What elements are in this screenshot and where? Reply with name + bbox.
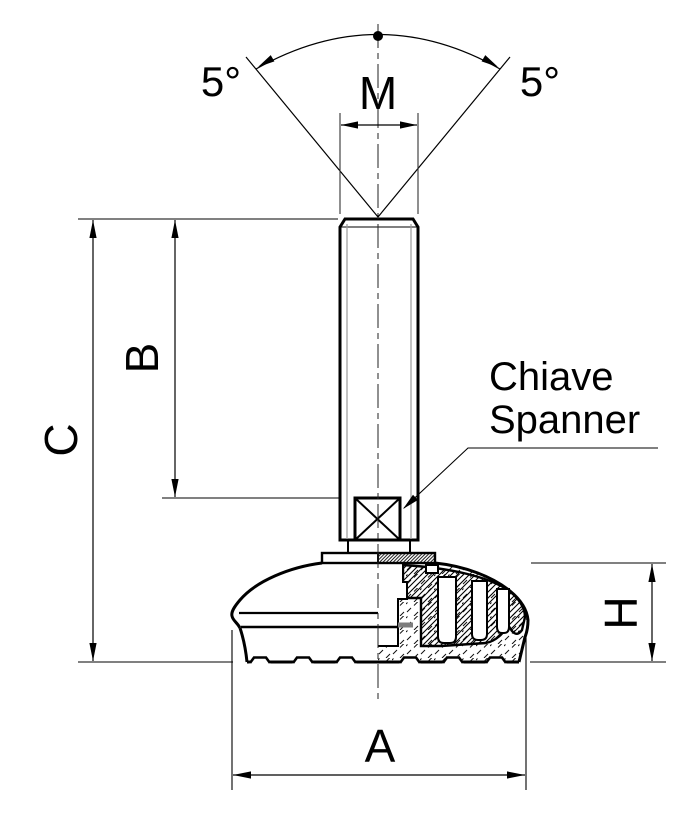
angle-label-right: 5° — [520, 58, 560, 105]
dimension-a: A — [231, 630, 527, 790]
dimension-b: B — [116, 220, 340, 499]
b-arrow-top — [171, 220, 179, 238]
tilt-line-right — [377, 56, 511, 218]
base-outer-edge-right — [434, 561, 530, 663]
c-arrow-bottom — [89, 643, 97, 661]
pressing-slot-3 — [496, 588, 510, 634]
arc-arrow-left — [258, 55, 275, 67]
washer-section-hatch — [377, 552, 436, 564]
dimension-c-label: C — [35, 423, 87, 456]
callout-line1: Chiave — [489, 355, 614, 399]
b-arrow-bottom — [171, 479, 179, 497]
h-arrow-bottom — [648, 643, 656, 661]
callout-line2: Spanner — [489, 398, 640, 442]
h-arrow-top — [648, 564, 656, 582]
tilt-angle-graphic: 5° 5° — [201, 31, 560, 218]
cavity-fill — [378, 563, 407, 646]
m-arrow-left — [341, 121, 358, 129]
base-lower-edge-left — [238, 627, 249, 663]
metal-pressing-section — [401, 563, 527, 648]
pressing-top-notch — [425, 564, 439, 574]
leader-arrow — [403, 494, 418, 509]
dimension-m-label: M — [359, 67, 397, 119]
gray-stub — [398, 622, 413, 628]
dimension-m: M — [339, 67, 419, 214]
c-arrow-top — [89, 220, 97, 238]
a-arrow-right — [507, 771, 525, 779]
base-section-right — [378, 561, 530, 663]
m-arrow-right — [400, 121, 417, 129]
dimension-h-label: H — [595, 596, 647, 629]
spanner-callout: Chiave Spanner — [403, 355, 658, 509]
dimension-c: C — [35, 218, 338, 663]
dimension-b-label: B — [116, 343, 168, 374]
dimension-h: H — [530, 562, 666, 663]
leader-line — [403, 447, 658, 509]
grip-notches — [248, 656, 508, 665]
pivot-dot — [373, 31, 383, 41]
dome-curve-left — [230, 561, 323, 629]
angle-label-left: 5° — [201, 58, 241, 105]
pressing-slot-1 — [437, 576, 457, 644]
tilt-line-left — [245, 56, 379, 218]
base-bottom-edge — [247, 656, 519, 665]
dimension-a-label: A — [365, 720, 396, 772]
pressing-slot-2 — [471, 580, 488, 641]
arc-arrow-right — [481, 55, 498, 67]
cavity-edge — [378, 563, 408, 647]
base-elevation-left — [230, 561, 413, 663]
threaded-stud — [338, 217, 420, 553]
a-arrow-left — [233, 771, 251, 779]
